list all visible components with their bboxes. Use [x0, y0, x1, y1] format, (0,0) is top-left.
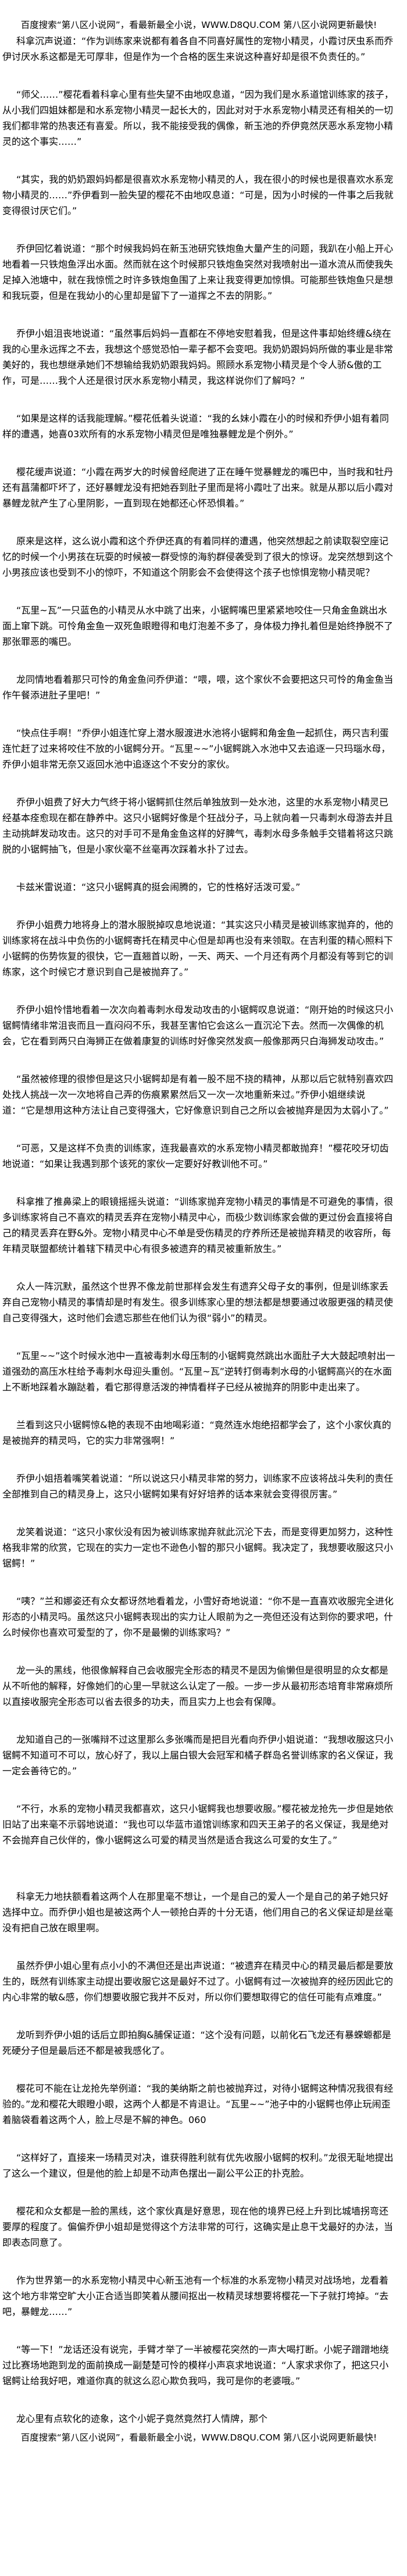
paragraph: “瓦里~~”这个时候水池中一直被毒刺水母压制的小锯鳄竟然跳出水面肚子大大鼓起喷射…: [2, 1350, 395, 1393]
paragraph: 龙同情地看着那只可怜的角金鱼问乔伊道：“喂，喂，这个家伙不会要把这只可怜的角金鱼…: [2, 674, 394, 701]
paragraph: 众人一阵沉默，虽然这个世界不像龙前世那样会发生有遗弃父母子女的事例，但是训练家丢…: [2, 1281, 394, 1323]
paragraph: “虽然被修理的很惨但是这只小锯鳄却是有着一股不屈不挠的精神，从那以后它就特别喜欢…: [2, 1073, 394, 1116]
paragraph: 乔伊小姐费了好大力气终于将小锯鳄抓住然后单独放到一处水池，这里的水系宠物小精灵已…: [2, 797, 394, 855]
paragraph: 科拿推了推鼻梁上的眼镜摇摇头说道：“训练家抛弃宠物小精灵的事情是不可避免的事情，…: [2, 1196, 394, 1254]
paragraph: 作为世界第一的水系宠物小精灵中心新玉池有一个标准的水系宠物小精灵对战场地，龙看着…: [2, 2275, 389, 2317]
paragraph: “可恶，又是这样不负责的训练家，连我最喜欢的水系宠物小精灵都敢抛弃！”樱花咬牙切…: [2, 1143, 389, 1169]
paragraph: 乔伊回忆着说道：“那个时候我妈妈在新玉池研究铁炮鱼大量产生的问题，我趴在小船上开…: [2, 243, 394, 301]
paragraph: “不行，水系的宠物小精灵我都喜欢，这只小锯鳄我也想要收服。”樱花被龙抢先一步但是…: [2, 1803, 394, 1846]
paragraph: “师父……”樱花看着科拿心里有些失望不由地叹息道，“因为我们是水系道馆训练家的孩…: [2, 89, 394, 147]
paragraph: “如果是这样的话我能理解。”樱花低着头说道：“我的幺妹小霞在小的时候和乔伊小姐有…: [2, 413, 389, 440]
paragraph: “这样好了，直接来一场精灵对决，谁获得胜利就有优先收服小锯鳄的权利。”龙很无耻地…: [2, 2152, 394, 2179]
paragraph: “快点住手啊！”乔伊小姐连忙穿上潜水服渡进水池将小锯鳄和角金鱼一起抓住，两只吉利…: [2, 727, 391, 770]
chapter-page: 百度搜索“第八区小说网”，看最新最全小说，WWW.D8QU.COM 第八区小说网…: [2, 20, 395, 2443]
paragraph: 乔伊小姐费力地将身上的潜水服脱掉叹息地说道：“其实这只小精灵是被训练家抛弃的，他…: [2, 919, 394, 977]
paragraph: 樱花可不能在让龙抢先举例道：“我的美纳斯之前也被抛弃过，对待小锯鳄这种情况我很有…: [2, 2083, 394, 2125]
chapter-content: 科拿沉声说道：“作为训练家来说都有着各自不同喜好属性的宠物小精灵，小霞讨厌虫系而…: [2, 33, 395, 2427]
paragraph: 虽然乔伊小姐心里有点小小的不满但还是出声说道：“被遗弃在精灵中心的精灵最后都是要…: [2, 1960, 394, 2003]
paragraph: 龙一头的黑线，他很像解释自己会收服完全形态的精灵不是因为偷懒但是很明显的众女都是…: [2, 1665, 394, 1707]
paragraph: 龙听到乔伊小姐的话后立即拍胸&脯保证道：“这个没有问题，以前化石飞龙还有暴蝾螈都…: [2, 2029, 391, 2056]
paragraph: 龙心里有点软化的迹象，这个小妮子竟然竟然打人情牌，那个: [16, 2413, 268, 2424]
paragraph: “咦？”兰和娜姿还有众女都讶然地看着龙，小雪好奇地说道：“你不是一直喜欢收服完全…: [2, 1596, 394, 1638]
paragraph: 龙知道自己的一张嘴辩不过这里那么多张嘴而是把目光看向乔伊小姐说道：“我想收服这只…: [2, 1734, 394, 1776]
paragraph: “瓦里~瓦”一只蓝色的小精灵从水中跳了出来，小锯鳄嘴巴里紧紧地咬住一只角金鱼跳出…: [2, 605, 394, 647]
paragraph: 樱花缓声说道：“小霞在两岁大的时候曾经爬进了正在睡午觉暴鲤龙的嘴巴中，当时我和牡…: [2, 466, 394, 509]
site-banner-bottom: 百度搜索“第八区小说网”，看最新最全小说，WWW.D8QU.COM 第八区小说网…: [20, 2432, 377, 2443]
paragraph: 原来是这样，这么说小霞和这个乔伊还真的有着同样的遭遇，他突然想起之前读取裂空座记…: [2, 536, 394, 578]
paragraph: 兰看到这只小锯鳄惊&艳的表现不由地喝彩道：“竟然连水炮绝招都学会了，这个小家伙真…: [2, 1419, 391, 1446]
paragraph: 乔伊小姐怜惜地看着一次次向着毒刺水母发动攻击的小锯鳄叹息说道：“刚开始的时候这只…: [2, 1004, 394, 1047]
paragraph: “等一下！”龙话还没有说完，手臂才举了一半被樱花突然的一声大喝打断。小妮子蹭蹭地…: [2, 2344, 389, 2386]
paragraph: 龙笑着说道：“这只小家伙没有因为被训练家抛弃就此沉沦下去，而是变得更加努力，这种…: [2, 1526, 394, 1569]
site-banner-top: 百度搜索“第八区小说网”，看最新最全小说，WWW.D8QU.COM 第八区小说网…: [20, 20, 377, 30]
paragraph: 乔伊小姐捂着嘴笑着说道：“所以说这只小精灵非常的努力，训练家不应该将战斗失利的责…: [2, 1473, 394, 1500]
paragraph: 樱花和众女都是一脸的黑线，这个家伙真是好意思，现在他的境界已经上升到比城墙拐弯还…: [2, 2206, 394, 2248]
paragraph: 科拿无力地扶额看着这两个人在那里毫不想让，一个是自己的爱人一个是自己的弟子她只好…: [2, 1891, 394, 1933]
paragraph: 乔伊小姐沮丧地说道：“虽然事后妈妈一直都在不停地安慰着我，但是这件事却始终缠&绕…: [2, 328, 394, 386]
paragraph: “其实，我的奶奶跟妈妈都是很喜欢水系宠物小精灵的人，我在很小的时候也是很喜欢水系…: [2, 174, 394, 216]
paragraph: 卡兹米雷说道：“这只小锯鳄真的挺会闹腾的，它的性格好活泼可爱。”: [16, 882, 301, 893]
paragraph: 科拿沉声说道：“作为训练家来说都有着各自不同喜好属性的宠物小精灵，小霞讨厌虫系而…: [2, 35, 394, 62]
